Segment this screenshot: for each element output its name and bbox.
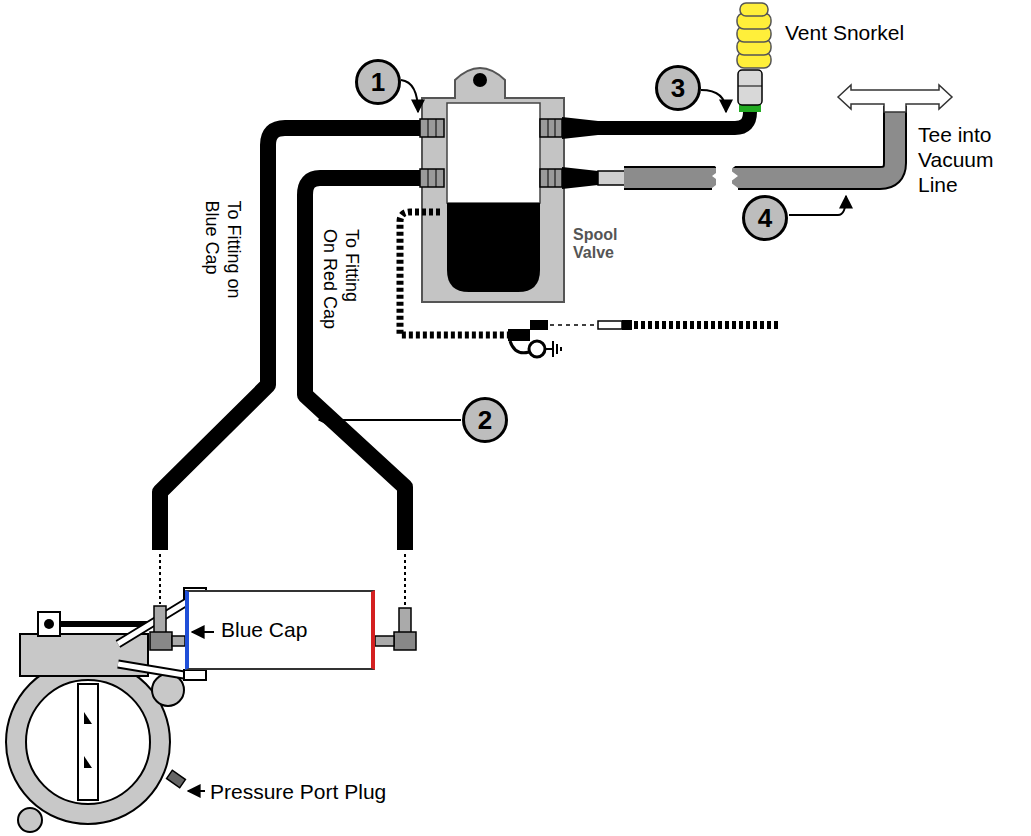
part-label: Vent Snorkel — [785, 20, 904, 45]
throttle-bore — [26, 680, 150, 804]
pressure-port-plug — [167, 770, 186, 787]
part-label: Pressure Port Plug — [210, 779, 386, 804]
fitting-line — [738, 86, 762, 87]
linkage — [38, 612, 60, 636]
dotted-guide — [159, 554, 161, 604]
fitting-line — [548, 119, 549, 137]
hose-barb — [562, 167, 598, 189]
valve-solenoid — [447, 203, 540, 292]
bracket — [118, 600, 190, 676]
hose-vent — [596, 112, 750, 128]
hose-vacuum — [624, 168, 716, 188]
hose-vacuum-outline — [624, 166, 716, 190]
cap-fitting — [154, 606, 166, 634]
throttle-lobe — [152, 674, 184, 706]
fitting — [420, 169, 444, 187]
butterfly-plate — [78, 684, 98, 800]
fitting-line — [436, 119, 437, 137]
callout-leader — [789, 196, 846, 215]
mount-hole — [473, 73, 487, 87]
fitting-line — [428, 169, 429, 187]
bracket-ear — [184, 670, 206, 680]
throttle-lobe — [18, 808, 42, 832]
plate-mark — [84, 712, 92, 724]
fitting — [540, 169, 562, 187]
callout-circle: 1 — [355, 59, 401, 105]
leader-line — [192, 631, 214, 633]
actuator-cylinder: Blue Cap — [185, 590, 375, 670]
cap-fitting-base — [150, 632, 172, 650]
fitting-line — [548, 169, 549, 187]
fitting-line — [555, 119, 556, 137]
break-mark — [712, 160, 738, 194]
callout-circle: 2 — [462, 397, 508, 443]
actuator-fill — [185, 590, 375, 670]
ground-symbol — [556, 344, 558, 354]
callout-circle: 4 — [742, 195, 788, 241]
hose-vacuum-outline — [732, 106, 895, 178]
part-label: Spool Valve — [573, 226, 629, 263]
hose-note: To Fitting On Red Cap — [318, 229, 361, 331]
ground-symbol — [552, 341, 554, 357]
plate-mark — [84, 756, 92, 768]
callout-leader — [401, 80, 418, 112]
bracket-outline — [118, 600, 190, 676]
part-label: Tee into Vacuum Line — [918, 122, 1023, 198]
hose-barb — [562, 117, 598, 139]
connect-guide — [550, 324, 596, 326]
leader-line — [188, 790, 205, 792]
ring-terminal — [529, 341, 545, 357]
cap-fitting-link — [375, 636, 394, 646]
snorkel-rib — [740, 3, 768, 16]
nipple — [598, 171, 626, 185]
actuator-rod — [60, 621, 150, 627]
callout-number: 1 — [371, 67, 385, 98]
wire — [634, 321, 780, 329]
part-label: Blue Cap — [221, 618, 363, 642]
socket — [598, 321, 622, 329]
fitting-line — [555, 169, 556, 187]
callout-number: 2 — [478, 405, 492, 436]
fitting-line — [436, 169, 437, 187]
cap-fitting-base — [394, 632, 416, 650]
cap-fitting-link — [172, 636, 185, 646]
valve-window — [447, 103, 540, 203]
hose-vacuum — [732, 106, 895, 178]
cap-fitting — [399, 608, 411, 634]
hose-blue — [160, 128, 425, 550]
snorkel-fitting — [738, 70, 762, 105]
dotted-guide — [404, 554, 406, 606]
ring-lead — [510, 341, 529, 353]
fitting-line — [428, 119, 429, 137]
callout-leader — [319, 419, 461, 421]
callout-number: 4 — [758, 203, 772, 234]
callout-leader — [701, 90, 726, 112]
linkage-pin — [44, 619, 54, 629]
plug — [530, 320, 548, 330]
fitting — [540, 119, 562, 137]
callout-number: 3 — [671, 73, 685, 104]
throttle-body — [6, 660, 170, 824]
ground-symbol — [560, 347, 562, 351]
ground-symbol — [545, 348, 553, 350]
hose-red — [305, 178, 425, 550]
callout-circle: 3 — [655, 65, 701, 111]
terminal — [508, 329, 530, 341]
socket-body — [622, 320, 632, 330]
hose-note: To Fitting on Blue Cap — [200, 201, 243, 316]
vacuum-tee — [838, 85, 952, 112]
wire — [400, 212, 510, 335]
fitting — [420, 119, 444, 137]
